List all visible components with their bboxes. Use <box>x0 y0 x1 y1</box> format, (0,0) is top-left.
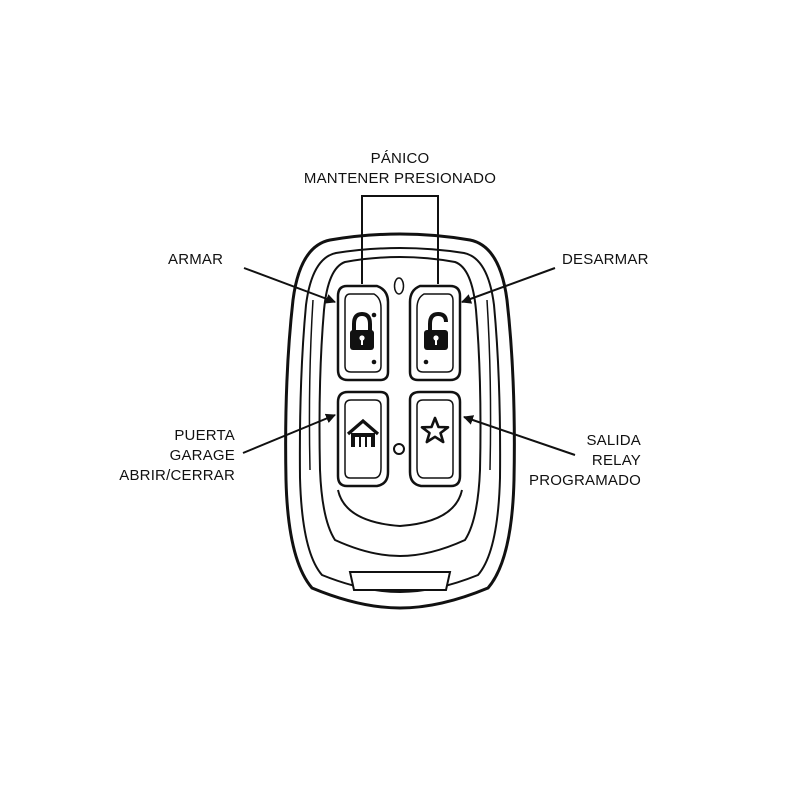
garage-label-line3: ABRIR/CERRAR <box>119 467 235 484</box>
panic-label: PÁNICO MANTENER PRESIONADO <box>280 149 520 189</box>
led-indicator <box>393 277 405 295</box>
fob-inner-body <box>298 247 502 594</box>
panic-bracket <box>361 195 439 284</box>
center-dot <box>393 443 405 455</box>
locked-padlock-icon <box>350 311 377 365</box>
keyring-slot <box>348 571 452 591</box>
fob-right-groove <box>486 299 492 471</box>
relay-arrow <box>463 415 576 456</box>
panic-label-line1: PÁNICO <box>370 150 430 167</box>
fob-lower-curve <box>337 489 463 528</box>
garage-label-line1: PUERTA <box>174 427 235 444</box>
relay-label-line2: RELAY <box>591 452 641 469</box>
garage-arrow <box>242 413 336 454</box>
disarm-arrow <box>461 267 556 304</box>
arm-button[interactable] <box>336 284 390 382</box>
star-icon <box>420 416 450 444</box>
arm-label: ARMAR <box>168 251 224 268</box>
garage-button[interactable] <box>336 390 390 488</box>
panic-label-line2: MANTENER PRESIONADO <box>303 170 497 187</box>
relay-button[interactable] <box>408 390 462 488</box>
arm-arrow <box>243 267 336 304</box>
garage-label: PUERTA GARAGE ABRIR/CERRAR <box>96 426 235 486</box>
garage-label-line2: GARAGE <box>169 447 235 464</box>
disarm-label: DESARMAR <box>562 251 649 268</box>
fob-face-panel <box>318 256 482 558</box>
relay-label-line3: PROGRAMADO <box>528 472 641 489</box>
relay-label: SALIDA RELAY PROGRAMADO <box>508 431 641 491</box>
garage-icon <box>346 418 380 447</box>
fob-left-groove <box>308 299 314 471</box>
disarm-button[interactable] <box>408 284 462 382</box>
unlocked-padlock-icon <box>423 311 448 365</box>
relay-label-line1: SALIDA <box>586 432 641 449</box>
